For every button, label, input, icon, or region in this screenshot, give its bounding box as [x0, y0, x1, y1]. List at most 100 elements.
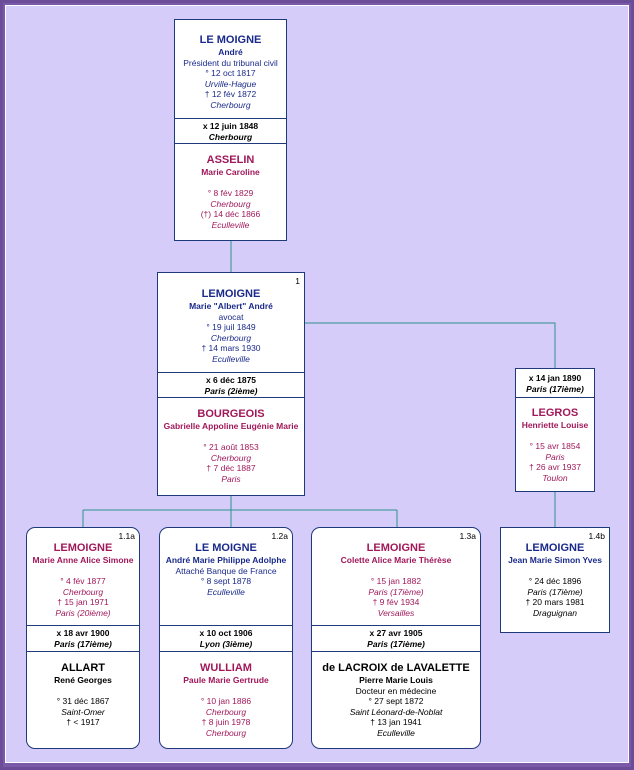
birth-place: Eculleville: [207, 586, 245, 597]
surname: WULLIAM: [200, 662, 252, 674]
person-number: 1.2a: [271, 531, 288, 541]
person-number: 1.3a: [459, 531, 476, 541]
death-date: † 12 fév 1872: [204, 89, 257, 100]
surname: LEMOIGNE: [366, 542, 426, 554]
birth-place: Saint Léonard-de-Noblat: [349, 706, 443, 717]
birth-date: ° 15 jan 1882: [370, 576, 422, 587]
birth-date: ° 15 avr 1854: [529, 441, 581, 452]
death-place: Draguignan: [533, 607, 577, 618]
birth-place: Saint-Omer: [61, 706, 105, 717]
given-name: Pierre Marie Louis: [359, 675, 433, 685]
spouse-section-wulliam: WULLIAM Paule Marie Gertrude ° 10 jan 18…: [160, 651, 292, 739]
marriage-date: x 12 juin 1848: [202, 121, 259, 131]
given-name: Henriette Louise: [521, 420, 589, 430]
person-box-le-moigne-andre-jr[interactable]: 1.2a LE MOIGNE André Marie Philippe Adol…: [159, 527, 293, 749]
given-name: René Georges: [54, 675, 112, 685]
line-albert-to-second-marriage: [305, 322, 556, 368]
spouse-section-allart: ALLART René Georges ° 31 déc 1867 Saint-…: [27, 651, 139, 728]
occupation: Président du tribunal civil: [183, 57, 278, 68]
person-section-c3a: LEMOIGNE Colette Alice Marie Thérèse ° 1…: [312, 542, 480, 619]
surname: de LACROIX de LAVALETTE: [322, 662, 470, 674]
birth-date: ° 8 fév 1829: [207, 188, 254, 199]
marriage-date: x 18 avr 1900: [56, 628, 110, 638]
person-box-lemoigne-colette[interactable]: 1.3a LEMOIGNE Colette Alice Marie Thérès…: [311, 527, 481, 749]
spouse-section-legros: LEGROS Henriette Louise ° 15 avr 1854 Pa…: [516, 397, 594, 484]
marriage-date: x 6 déc 1875: [205, 375, 257, 385]
marriage-place: Cherbourg: [208, 131, 253, 142]
birth-date: ° 31 déc 1867: [56, 696, 110, 707]
given-name: Marie Caroline: [201, 167, 260, 177]
person-number: 1: [295, 276, 300, 286]
death-date: † 20 mars 1981: [525, 597, 585, 608]
marriage-section: x 10 oct 1906 Lyon (3ième): [160, 625, 292, 652]
death-place: Paris: [221, 473, 241, 484]
surname: ALLART: [61, 662, 105, 674]
surname: LEMOIGNE: [201, 288, 261, 300]
marriage-section: x 6 déc 1875 Paris (2ième): [158, 372, 304, 399]
occupation: avocat: [218, 311, 244, 322]
surname: LEMOIGNE: [525, 542, 585, 554]
person-number: 1.1a: [118, 531, 135, 541]
death-date: † < 1917: [66, 717, 100, 728]
surname: BOURGEOIS: [197, 408, 265, 420]
birth-place: Paris (17ième): [527, 586, 583, 597]
birth-place: Urville-Hague: [204, 78, 257, 89]
person-box-lemoigne-albert[interactable]: 1 LEMOIGNE Marie "Albert" André avocat °…: [157, 272, 305, 496]
marriage-place: Lyon (3ième): [199, 638, 253, 649]
death-place: Eculleville: [211, 219, 250, 230]
person-section-c4b: LEMOIGNE Jean Marie Simon Yves ° 24 déc …: [501, 542, 609, 619]
birth-place: Paris: [545, 451, 565, 462]
surname: ASSELIN: [206, 154, 255, 166]
death-place: Cherbourg: [205, 727, 247, 738]
surname: LEGROS: [531, 407, 579, 419]
given-name: Marie "Albert" André: [189, 301, 273, 311]
marriage-section: x 27 avr 1905 Paris (17ième): [312, 625, 480, 652]
person-section-c2a: LE MOIGNE André Marie Philippe Adolphe A…: [160, 542, 292, 597]
person-section-andre: LE MOIGNE André Président du tribunal ci…: [175, 34, 286, 111]
given-name: André Marie Philippe Adolphe: [165, 555, 287, 565]
person-box-legros[interactable]: x 14 jan 1890 Paris (17ième) LEGROS Henr…: [515, 368, 595, 492]
occupation: Attaché Banque de France: [175, 565, 277, 576]
person-box-lemoigne-simone[interactable]: 1.1a LEMOIGNE Marie Anne Alice Simone ° …: [26, 527, 140, 749]
marriage-date: x 10 oct 1906: [199, 628, 253, 638]
given-name: Jean Marie Simon Yves: [508, 555, 602, 565]
surname: LEMOIGNE: [53, 542, 113, 554]
marriage-section: x 18 avr 1900 Paris (17ième): [27, 625, 139, 652]
marriage-place: Paris (2ième): [204, 385, 258, 396]
birth-place: Cherbourg: [210, 452, 252, 463]
person-box-le-moigne-andre[interactable]: LE MOIGNE André Président du tribunal ci…: [174, 19, 287, 241]
person-number: 1.4b: [588, 531, 605, 541]
person-box-lemoigne-jean[interactable]: 1.4b LEMOIGNE Jean Marie Simon Yves ° 24…: [500, 527, 610, 633]
death-place: Eculleville: [212, 353, 250, 364]
birth-place: Cherbourg: [62, 586, 104, 597]
spouse-section-bourgeois: BOURGEOIS Gabrielle Appoline Eugénie Mar…: [158, 397, 304, 485]
birth-place: Paris (17ième): [368, 586, 424, 597]
death-date: † 7 déc 1887: [206, 463, 256, 474]
marriage-section: x 14 jan 1890 Paris (17ième): [516, 371, 594, 397]
death-place: Versailles: [377, 607, 415, 618]
person-section-albert: LEMOIGNE Marie "Albert" André avocat ° 1…: [158, 288, 304, 365]
birth-date: ° 21 août 1853: [203, 442, 259, 453]
death-place: Toulon: [542, 472, 568, 483]
death-place: Paris (20ième): [55, 607, 111, 618]
death-date: † 26 avr 1937: [529, 462, 581, 473]
spouse-section-asselin: ASSELIN Marie Caroline ° 8 fév 1829 Cher…: [175, 143, 286, 231]
surname: LE MOIGNE: [195, 542, 257, 554]
given-name: André: [218, 47, 243, 57]
birth-date: ° 24 déc 1896: [528, 576, 582, 587]
death-date: (†) 14 déc 1866: [200, 209, 261, 220]
given-name: Colette Alice Marie Thérèse: [340, 555, 452, 565]
given-name: Marie Anne Alice Simone: [32, 555, 134, 565]
given-name: Gabrielle Appoline Eugénie Marie: [163, 421, 299, 431]
death-date: † 8 juin 1978: [201, 717, 251, 728]
birth-place: Cherbourg: [210, 198, 251, 209]
spouse-section-lacroix: de LACROIX de LAVALETTE Pierre Marie Lou…: [312, 651, 480, 739]
marriage-place: Paris (17ième): [54, 638, 112, 649]
marriage-date: x 14 jan 1890: [528, 373, 582, 383]
birth-date: ° 12 oct 1817: [205, 68, 256, 79]
marriage-section: x 12 juin 1848 Cherbourg: [175, 118, 286, 145]
marriage-place: Paris (17ième): [367, 638, 425, 649]
surname: LE MOIGNE: [199, 34, 262, 46]
occupation: Docteur en médecine: [355, 685, 437, 696]
